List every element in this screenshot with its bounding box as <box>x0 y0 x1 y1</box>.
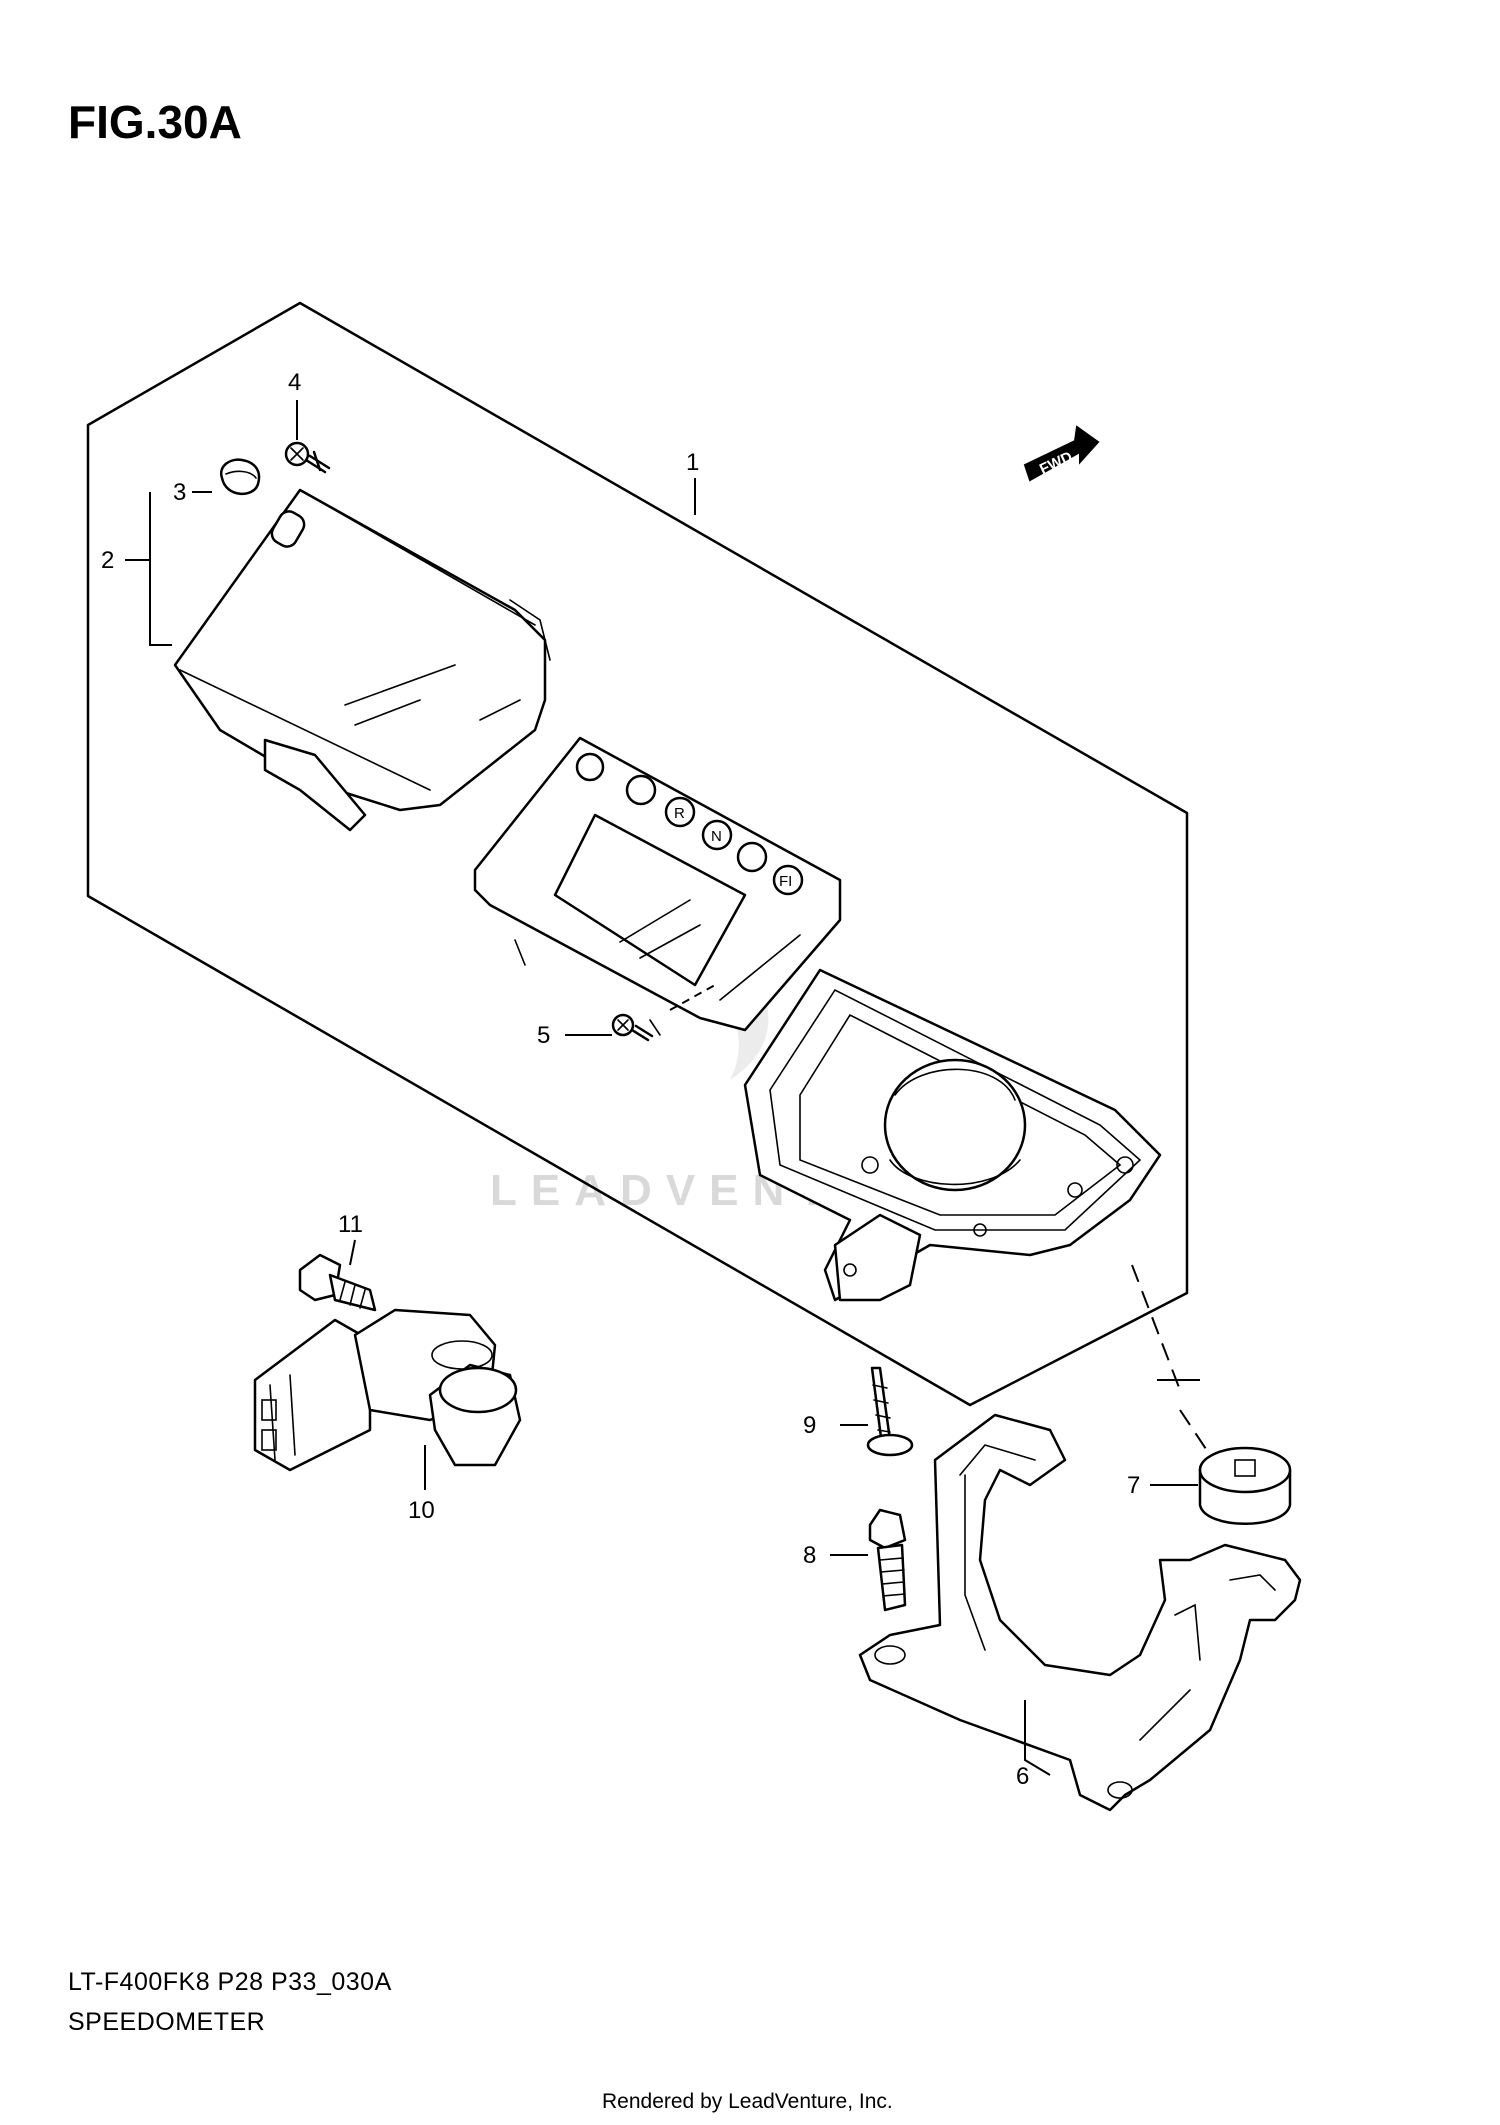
meter-unit: R N FI <box>473 736 842 1036</box>
screw-9 <box>866 1366 914 1457</box>
indicator-label-fi: FI <box>779 873 792 890</box>
callout-3: 3 <box>173 479 186 506</box>
speed-sensor <box>253 1308 522 1472</box>
bolt-8 <box>868 1508 907 1612</box>
callout-8: 8 <box>803 1542 816 1569</box>
meter-bracket <box>858 1413 1302 1812</box>
meter-case <box>173 488 551 832</box>
callout-7: 7 <box>1127 1472 1140 1499</box>
screw-4 <box>284 441 331 474</box>
meter-knob <box>575 752 605 782</box>
gauge-bore <box>883 1058 1027 1192</box>
callouts: 1 2 3 4 5 6 7 8 9 10 11 <box>101 369 1140 1790</box>
indicator-lamp-temp <box>736 841 768 873</box>
indicator-lamp-fi <box>772 864 804 896</box>
callout-5: 5 <box>537 1022 550 1049</box>
callout-10: 10 <box>408 1497 435 1524</box>
callout-9: 9 <box>803 1412 816 1439</box>
figure-title: FIG.30A <box>68 96 242 148</box>
callout-11: 11 <box>338 1211 363 1238</box>
cap <box>219 458 261 495</box>
cap-hole <box>270 510 306 548</box>
callout-4: 4 <box>288 369 301 396</box>
assembly-outline <box>86 301 1189 1407</box>
cushion <box>1198 1446 1292 1525</box>
indicator-label-n: N <box>711 828 722 845</box>
indicator-lamp-1 <box>625 774 657 806</box>
fwd-arrow-icon: FWD <box>1023 425 1100 482</box>
leader-lines <box>125 400 1211 1776</box>
callout-6: 6 <box>1016 1763 1029 1790</box>
rendered-by: Rendered by LeadVenture, Inc. <box>602 2090 893 2113</box>
meter-lower-housing <box>743 968 1162 1302</box>
indicator-lamp-n <box>701 819 733 851</box>
indicator-label-r: R <box>674 805 685 822</box>
bolt-11 <box>298 1253 377 1312</box>
screw-5 <box>611 1013 654 1042</box>
section-name: SPEEDOMETER <box>68 2008 265 2036</box>
indicator-lamp-r <box>664 796 696 828</box>
callout-2: 2 <box>101 547 114 574</box>
callout-1: 1 <box>686 449 699 476</box>
model-code: LT-F400FK8 P28 P33_030A <box>68 1968 392 1996</box>
